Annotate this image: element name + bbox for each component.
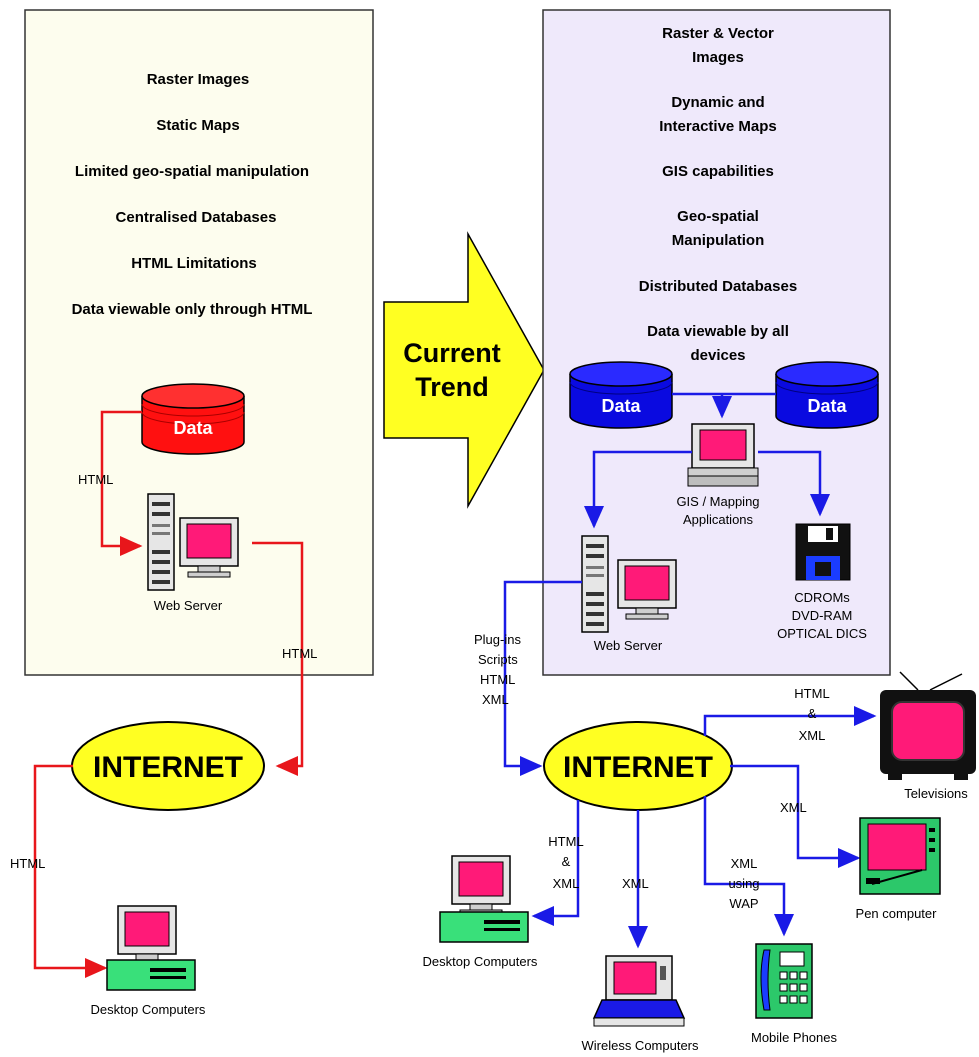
edge-label: & — [562, 854, 571, 869]
edge-label: XML — [799, 728, 826, 743]
connector-internet-to-pen — [730, 764, 861, 868]
current-trend-arrow — [383, 231, 545, 509]
edge-label: Plug-ins — [474, 632, 521, 647]
right-panel-item: Images — [692, 49, 744, 66]
left-panel-item: Data viewable only through HTML — [72, 301, 313, 318]
edge-label: HTML — [78, 472, 113, 487]
desktop-label: Desktop Computers — [91, 1002, 206, 1017]
connector-db-to-server — [100, 410, 143, 556]
television-label: Televisions — [904, 786, 968, 801]
right-panel-item: Data viewable by all — [647, 323, 789, 340]
connector-server-to-internet — [503, 580, 582, 776]
desktop-computer-icon — [106, 905, 196, 991]
gis-label: GIS / Mapping — [676, 494, 759, 509]
desktop-label: Desktop Computers — [423, 954, 538, 969]
edge-label: XML — [622, 876, 649, 891]
web-server-label: Web Server — [154, 598, 223, 613]
right-panel-item: Distributed Databases — [639, 278, 797, 295]
phone-icon — [755, 943, 813, 1019]
pen-computer-icon — [859, 817, 941, 895]
edge-label: HTML — [282, 646, 317, 661]
edge-label: XML — [731, 856, 758, 871]
right-panel-item: devices — [690, 347, 745, 364]
database-icon: Data — [141, 383, 245, 455]
left-panel-item: Limited geo-spatial manipulation — [75, 163, 309, 180]
edge-label: HTML — [480, 672, 515, 687]
right-panel-item: Manipulation — [672, 232, 765, 249]
connector-gis-to-server — [584, 450, 692, 529]
connector-internet-to-desktop — [531, 800, 580, 926]
edge-label: XML — [553, 876, 580, 891]
desktop-computer-icon — [439, 855, 529, 943]
storage-label: OPTICAL DICS — [777, 626, 867, 641]
right-panel-item: Interactive Maps — [659, 118, 777, 135]
edge-label: using — [728, 876, 759, 891]
database-label: Data — [807, 396, 847, 416]
right-panel-item: GIS capabilities — [662, 163, 774, 180]
pen-computer-label: Pen computer — [856, 906, 938, 921]
gis-label: Applications — [683, 512, 754, 527]
edge-label: XML — [780, 800, 807, 815]
database-label: Data — [173, 418, 213, 438]
edge-label: HTML — [548, 834, 583, 849]
connector-server-to-internet — [252, 541, 304, 776]
left-panel-item: Raster Images — [147, 71, 250, 88]
right-panel-item: Dynamic and — [671, 94, 764, 111]
connector-internet-to-desktop — [33, 764, 108, 978]
database-icon: Data — [569, 361, 673, 429]
laptop-icon — [592, 955, 686, 1027]
database-label: Data — [601, 396, 641, 416]
mobile-label: Mobile Phones — [751, 1030, 837, 1045]
right-panel-item: Raster & Vector — [662, 25, 774, 42]
web-server-label: Web Server — [594, 638, 663, 653]
right-panel-item: Geo-spatial — [677, 208, 759, 225]
trend-label-line2: Trend — [415, 372, 489, 402]
left-panel-item: Centralised Databases — [116, 209, 277, 226]
edge-label: XML — [482, 692, 509, 707]
connector-gis-to-storage — [758, 450, 830, 517]
wireless-label: Wireless Computers — [581, 1038, 699, 1053]
television-icon — [880, 671, 976, 780]
storage-label: CDROMs — [794, 590, 850, 605]
floppy-disk-icon — [795, 523, 851, 581]
trend-label-line1: Current — [403, 338, 501, 368]
left-panel-item: Static Maps — [156, 117, 239, 134]
edge-label: HTML — [10, 856, 45, 871]
edge-label: & — [808, 706, 817, 721]
edge-label: Scripts — [478, 652, 518, 667]
gis-workstation-icon — [687, 423, 759, 487]
left-panel-item: HTML Limitations — [131, 255, 257, 272]
internet-label: INTERNET — [563, 751, 713, 784]
storage-label: DVD-RAM — [792, 608, 853, 623]
edge-label: WAP — [729, 896, 758, 911]
internet-label: INTERNET — [93, 751, 243, 784]
database-icon: Data — [775, 361, 879, 429]
connector-internet-to-tv — [703, 706, 877, 736]
edge-label: HTML — [794, 686, 829, 701]
connector-internet-to-mobile — [703, 796, 794, 937]
